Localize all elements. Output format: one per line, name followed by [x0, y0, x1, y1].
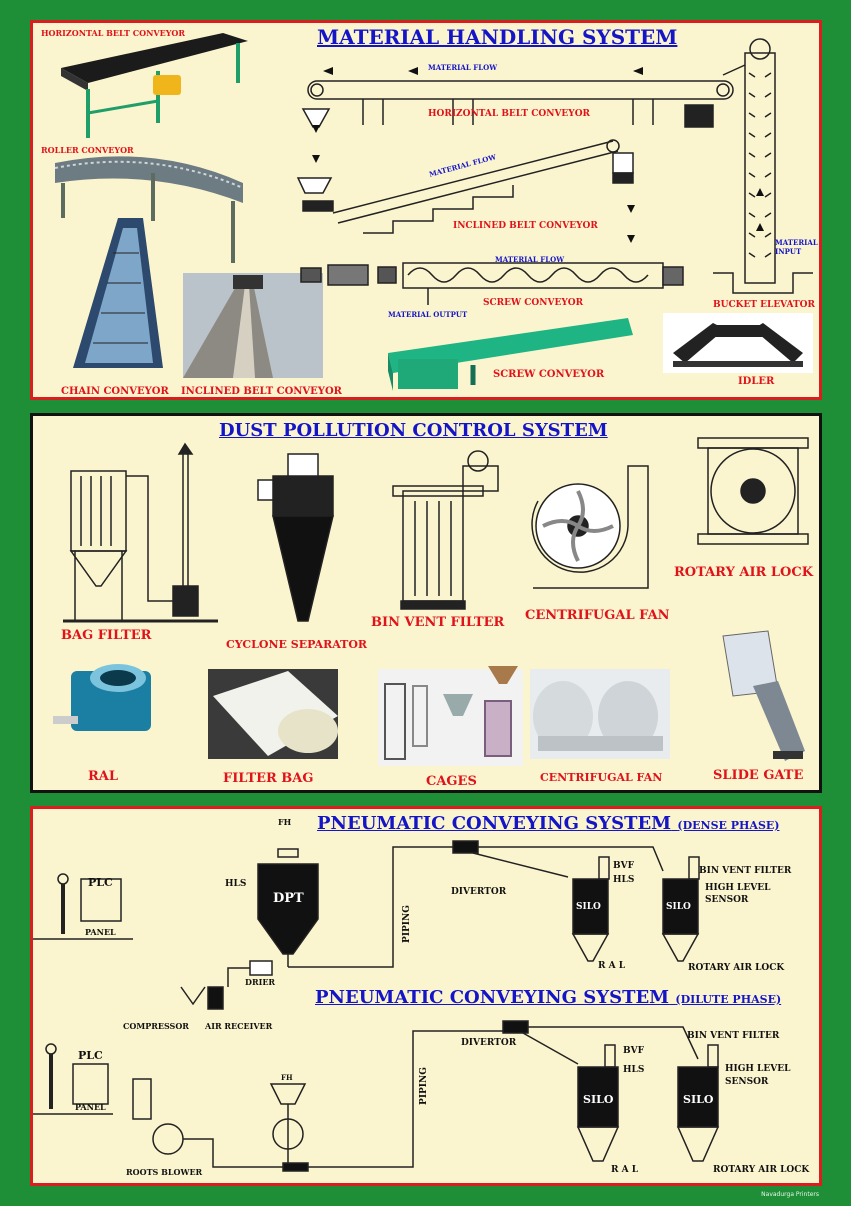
bag-filter-diagram: [63, 442, 218, 623]
horizontal-belt-diagram: [301, 80, 734, 128]
pneumatic-illustrations: [33, 840, 720, 1172]
centrifugal-fan-photo: [530, 669, 670, 759]
idler-photo: [663, 313, 813, 373]
bin-vent-filter-label: BIN VENT FILTER: [371, 615, 505, 630]
material-output-label: MATERIAL OUTPUT: [388, 310, 468, 319]
inclined-belt-diagram: [296, 139, 634, 234]
dilute-divertor-label: DIVERTOR: [461, 1038, 517, 1048]
bucket-elevator-label: BUCKET ELEVATOR: [713, 300, 815, 310]
pneumatic-panel: PNEUMATIC CONVEYING SYSTEM (DENSE PHASE)…: [30, 806, 822, 1186]
roller-conveyor-photo: [54, 156, 244, 263]
dust-control-panel: DUST POLLUTION CONTROL SYSTEM BAG FILTER…: [30, 413, 822, 793]
dense-rotary-label: ROTARY AIR LOCK: [688, 963, 785, 973]
dilute-silo-2-label: SILO: [683, 1093, 714, 1106]
bin-vent-filter-diagram: [392, 450, 499, 610]
material-handling-title: MATERIAL HANDLING SYSTEM: [317, 25, 678, 49]
dense-sensor-label: SENSOR: [705, 895, 749, 905]
slide-gate-photo: [722, 630, 805, 761]
idler-label: IDLER: [738, 376, 775, 387]
dilute-phase-title-main: PNEUMATIC CONVEYING SYSTEM: [315, 987, 670, 1008]
compressor-label: COMPRESSOR: [123, 1021, 189, 1031]
dpt-label: DPT: [273, 891, 304, 906]
centrifugal-fan-label: CENTRIFUGAL FAN: [525, 608, 670, 623]
dilute-hls-label: HLS: [623, 1065, 645, 1075]
dense-hls-2-label: HLS: [613, 875, 635, 885]
ral-photo: [53, 664, 151, 731]
dilute-bin-vent-label: BIN VENT FILTER: [687, 1031, 780, 1041]
cages-label: CAGES: [426, 774, 477, 789]
dense-fh-label: FH: [278, 817, 292, 827]
dense-bin-vent-label: BIN VENT FILTER: [699, 866, 792, 876]
dense-phase-title: PNEUMATIC CONVEYING SYSTEM (DENSE PHASE): [317, 813, 779, 834]
cages-photo: [378, 666, 523, 766]
dilute-rotary-label: ROTARY AIR LOCK: [713, 1165, 810, 1175]
rotary-air-lock-label: ROTARY AIR LOCK: [674, 565, 813, 580]
centrifugal-fan-diagram: [531, 465, 649, 589]
slide-gate-label: SLIDE GATE: [713, 768, 804, 783]
dense-hls-label: HLS: [225, 879, 247, 889]
material-handling-illustrations: [54, 33, 813, 391]
screw-conveyor-diagram: [300, 262, 684, 305]
dense-phase-diagram: [33, 840, 700, 1010]
air-receiver-label: AIR RECEIVER: [205, 1021, 273, 1031]
bag-filter-label: BAG FILTER: [61, 628, 152, 643]
dilute-fh-label: FH: [281, 1073, 293, 1082]
dilute-phase-title-suffix: (DILUTE PHASE): [675, 993, 782, 1006]
dust-control-title: DUST POLLUTION CONTROL SYSTEM: [219, 420, 608, 441]
dilute-bvf-label: BVF: [623, 1046, 644, 1056]
dense-silo-1-label: SILO: [576, 902, 601, 912]
dilute-phase-diagram: [33, 1020, 720, 1172]
dilute-ral-label: R A L: [611, 1165, 639, 1175]
dilute-panel-label: PANEL: [75, 1102, 106, 1112]
inclined-belt-conveyor-photo: [183, 273, 323, 378]
dense-plc-label: PLC: [88, 876, 113, 889]
filter-bag-label: FILTER BAG: [223, 771, 314, 786]
horizontal-belt-diagram-label: HORIZONTAL BELT CONVEYOR: [428, 109, 591, 119]
dense-divertor-label: DIVERTOR: [451, 887, 507, 897]
bucket-elevator-diagram: [713, 38, 813, 294]
horizontal-belt-photo-label: HORIZONTAL BELT CONVEYOR: [41, 28, 186, 38]
dust-control-illustrations: [53, 437, 809, 766]
screw-conveyor-diagram-label: SCREW CONVEYOR: [483, 298, 584, 308]
roller-conveyor-label: ROLLER CONVEYOR: [41, 145, 134, 155]
dense-ral-label: R A L: [598, 961, 626, 971]
dense-bvf-label: BVF: [613, 861, 634, 871]
dilute-sensor-label: SENSOR: [725, 1077, 769, 1087]
screw-conveyor-photo-label: SCREW CONVEYOR: [493, 369, 605, 380]
dense-silo-2-label: SILO: [666, 902, 691, 912]
dilute-high-level-label: HIGH LEVEL: [725, 1064, 791, 1074]
material-handling-panel: MATERIAL HANDLING SYSTEM HORIZONTAL BELT…: [30, 20, 822, 400]
dense-phase-title-main: PNEUMATIC CONVEYING SYSTEM: [317, 813, 672, 834]
dilute-plc-label: PLC: [78, 1049, 103, 1062]
material-flow-label-3: MATERIAL FLOW: [495, 255, 565, 264]
horizontal-belt-conveyor-photo: [61, 33, 248, 138]
rotary-air-lock-diagram: [697, 437, 809, 545]
inclined-belt-photo-label: INCLINED BELT CONVEYOR: [181, 386, 342, 397]
dilute-phase-title: PNEUMATIC CONVEYING SYSTEM (DILUTE PHASE…: [315, 987, 781, 1008]
dense-piping-label: PIPING: [401, 905, 412, 943]
screw-conveyor-photo: [388, 318, 633, 391]
drier-label: DRIER: [245, 977, 276, 987]
dilute-piping-label: PIPING: [418, 1067, 429, 1105]
material-input-label: MATERIAL INPUT: [775, 238, 818, 256]
chain-conveyor-label: CHAIN CONVEYOR: [61, 386, 169, 397]
printer-credit: Navadurga Printers: [761, 1191, 819, 1198]
filter-bag-photo: [208, 669, 338, 759]
chain-conveyor-photo: [73, 218, 163, 368]
inclined-belt-diagram-label: INCLINED BELT CONVEYOR: [453, 221, 598, 231]
cyclone-separator-diagram: [257, 453, 334, 622]
centrifugal-fan-photo-label: CENTRIFUGAL FAN: [540, 771, 663, 784]
cyclone-separator-label: CYCLONE SEPARATOR: [226, 638, 368, 651]
dense-high-level-label: HIGH LEVEL: [705, 883, 771, 893]
dense-panel-label: PANEL: [85, 927, 116, 937]
ral-label: RAL: [88, 769, 119, 784]
material-flow-label-1: MATERIAL FLOW: [428, 63, 498, 72]
roots-blower-label: ROOTS BLOWER: [126, 1167, 203, 1177]
dilute-silo-1-label: SILO: [583, 1093, 614, 1106]
dense-phase-title-suffix: (DENSE PHASE): [677, 819, 780, 832]
